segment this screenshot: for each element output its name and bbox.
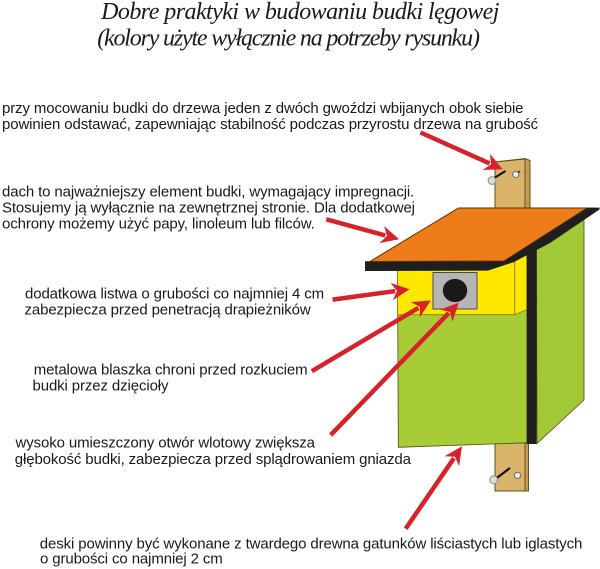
svg-text:zabezpiecza przed penetracją d: zabezpiecza przed penetracją drapieżnikó… bbox=[25, 302, 311, 319]
svg-text:przy mocowaniu budki do drzewa: przy mocowaniu budki do drzewa jeden z d… bbox=[2, 100, 523, 117]
svg-text:Stosujemy ją wyłącznie na zewn: Stosujemy ją wyłącznie na zewnętrznej st… bbox=[2, 199, 415, 216]
svg-text:powinien odstawać, zapewniając: powinien odstawać, zapewniając stabilnoś… bbox=[2, 116, 539, 133]
svg-text:dach to najważniejszy element: dach to najważniejszy element budki, wym… bbox=[2, 184, 414, 201]
svg-text:dodatkowa listwa o grubości co: dodatkowa listwa o grubości co najmniej … bbox=[25, 286, 324, 303]
svg-text:deski powinny być wykonane z t: deski powinny być wykonane z twardego dr… bbox=[40, 536, 582, 553]
svg-text:(kolory użyte wyłącznie na pot: (kolory użyte wyłącznie na potrzeby rysu… bbox=[97, 25, 480, 51]
svg-text:o grubości co najmniej 2 cm: o grubości co najmniej 2 cm bbox=[40, 551, 223, 568]
svg-text:budki przez dzięcioły: budki przez dzięcioły bbox=[33, 378, 169, 395]
svg-text:metalowa blaszka chroni przed: metalowa blaszka chroni przed rozkuciem bbox=[34, 362, 308, 379]
svg-text:ochrony możemy użyć papy, lino: ochrony możemy użyć papy, linoleum lub f… bbox=[2, 215, 315, 232]
svg-text:wysoko umieszczony otwór wloto: wysoko umieszczony otwór wlotowy zwiększ… bbox=[15, 435, 316, 452]
svg-text:głębokość budki, zabezpiecza p: głębokość budki, zabezpiecza przed spląd… bbox=[15, 451, 412, 468]
svg-text:Dobre praktyki w budowaniu bud: Dobre praktyki w budowaniu budki lęgowej bbox=[100, 0, 500, 25]
